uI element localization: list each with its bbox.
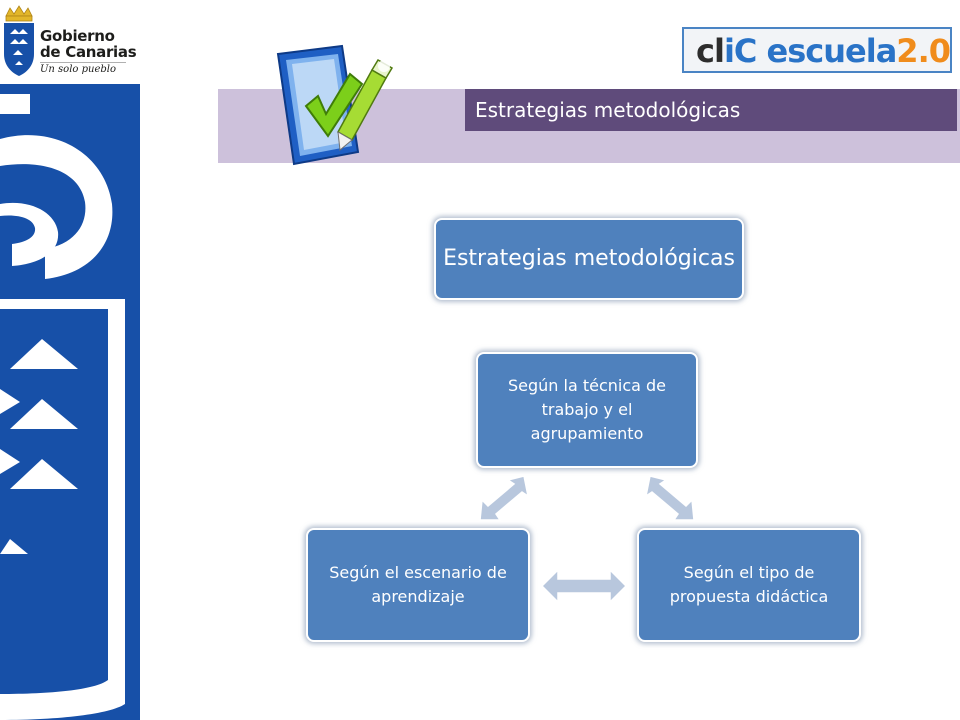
crest-icon xyxy=(4,5,34,76)
clic-escuela-logo: cliC escuela2.0 xyxy=(682,27,952,73)
logo-part-cl: cl xyxy=(696,32,725,70)
checklist-pencil-icon xyxy=(276,44,394,166)
slide-title-box: Estrategias metodológicas xyxy=(465,89,957,131)
logo-line-canarias: de Canarias xyxy=(40,43,137,61)
clic-escuela-logo-text: cliC escuela2.0 xyxy=(696,31,951,71)
logo-part-escuela: escuela xyxy=(756,32,898,70)
logo-part-ic: iC xyxy=(723,32,757,70)
diagram-node-escenario: Según el escenario de aprendizaje xyxy=(306,528,530,642)
coat-of-arms-motif-icon xyxy=(0,94,125,720)
logo-divider xyxy=(40,62,126,63)
logo-part-version: 2.0 xyxy=(896,32,951,70)
arrow-horizontal-icon xyxy=(540,568,628,604)
slide-title: Estrategias metodológicas xyxy=(475,98,741,122)
arrow-top-left-icon xyxy=(479,475,530,521)
logo-line-gobierno: Gobierno xyxy=(40,27,115,45)
diagram-main-node: Estrategias metodológicas xyxy=(434,218,744,300)
diagram-node-propuesta: Según el tipo de propuesta didáctica xyxy=(637,528,861,642)
diagram-node-tecnica: Según la técnica de trabajo y el agrupam… xyxy=(476,352,698,468)
arrow-top-right-icon xyxy=(644,475,695,521)
gobierno-canarias-logo: Gobierno de Canarias Un solo pueblo xyxy=(0,0,140,84)
left-decorative-band xyxy=(0,84,140,720)
logo-tagline: Un solo pueblo xyxy=(40,64,116,75)
